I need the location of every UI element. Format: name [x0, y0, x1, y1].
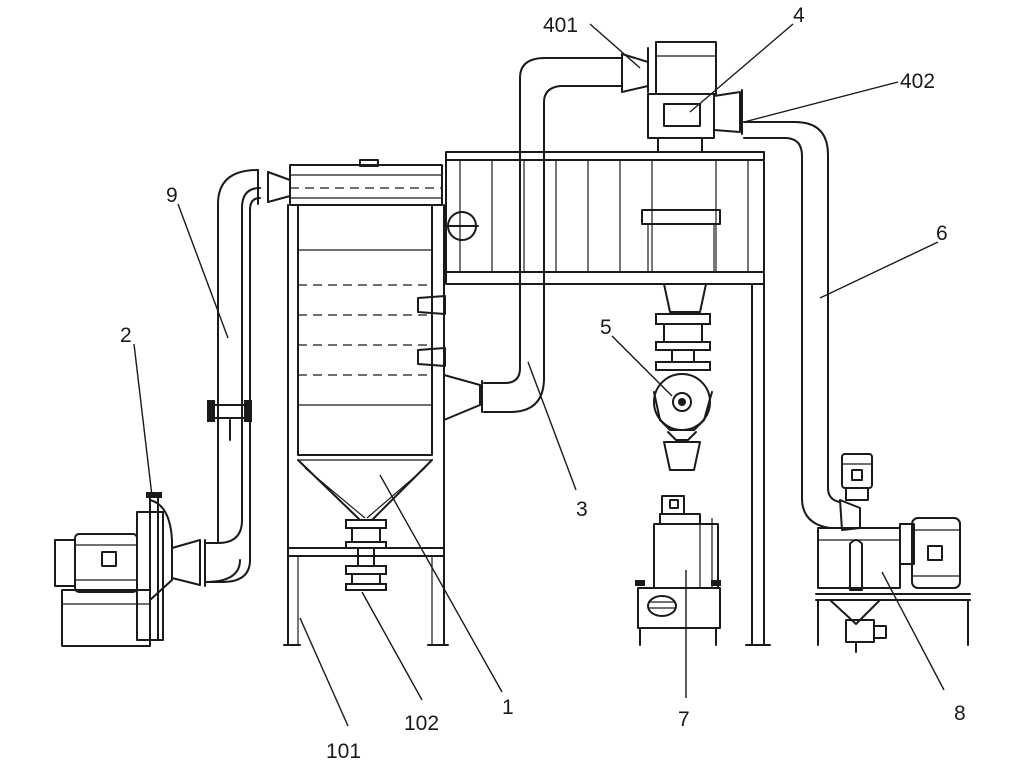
label-3: 3 — [576, 498, 588, 521]
label-9: 9 — [166, 184, 178, 207]
label-4: 4 — [793, 4, 805, 27]
label-101: 101 — [326, 740, 361, 763]
label-2: 2 — [120, 324, 132, 347]
label-102: 102 — [404, 712, 439, 735]
mill-unit — [815, 453, 971, 653]
label-7: 7 — [678, 708, 690, 731]
label-5: 5 — [600, 316, 612, 339]
platform-frame — [445, 151, 771, 646]
label-401: 401 — [543, 14, 578, 37]
blower-unit — [54, 492, 206, 647]
label-6: 6 — [936, 222, 948, 245]
bag-filter — [283, 159, 449, 646]
leader-lines — [133, 23, 945, 727]
classifier — [641, 41, 743, 272]
return-pipe — [204, 169, 291, 583]
label-402: 402 — [900, 70, 935, 93]
label-8: 8 — [954, 702, 966, 725]
packing-machine — [635, 495, 721, 646]
part-labels: 401 4 402 9 6 2 5 3 1 7 8 101 102 — [120, 4, 966, 763]
label-1: 1 — [502, 696, 514, 719]
suction-pipe — [443, 47, 649, 421]
cyclone-valve — [653, 283, 713, 471]
